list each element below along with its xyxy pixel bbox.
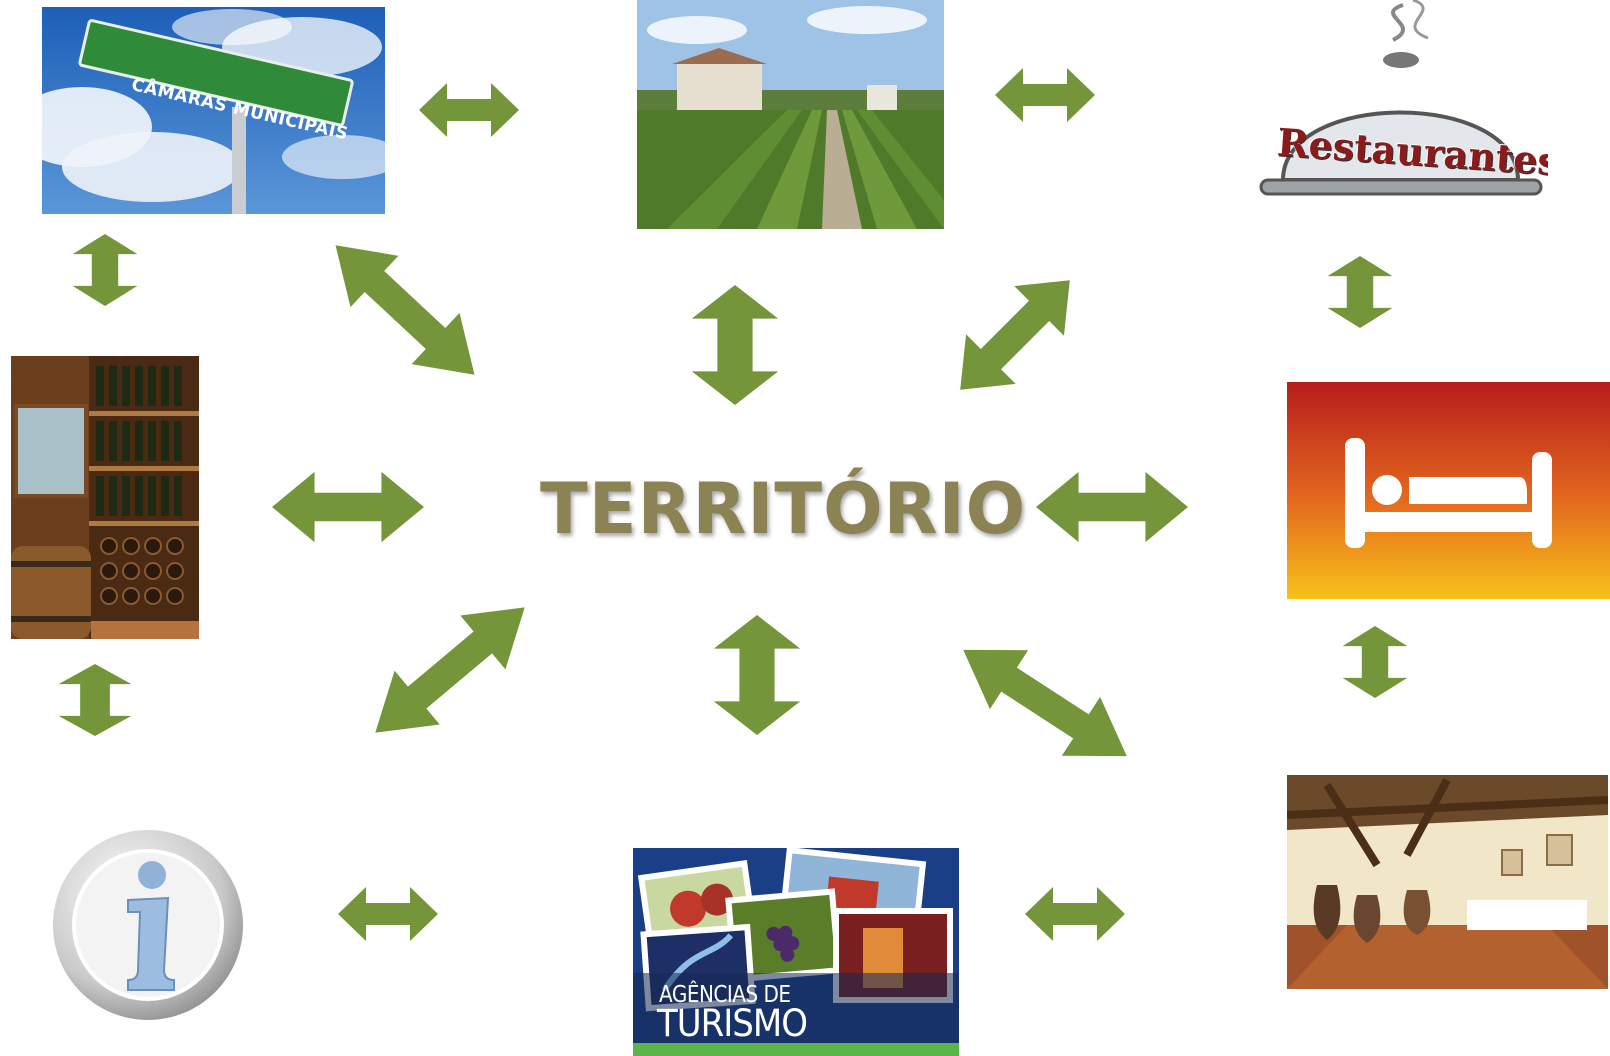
cloche-scene xyxy=(1253,0,1548,212)
arrow-camaras-territorio xyxy=(311,219,499,401)
arrow-garrafeira-territorio xyxy=(272,471,424,543)
arrow-agencias-museu xyxy=(1025,887,1125,941)
arrow-camaras-vinha xyxy=(419,83,519,137)
arrow-info-territorio xyxy=(352,580,548,760)
vineyard-image xyxy=(637,0,944,229)
arrow-camaras-garrafeira xyxy=(72,234,138,306)
arrow-museu-territorio xyxy=(944,620,1146,786)
wine-cellar-image xyxy=(11,356,199,639)
arrow-vinha-territorio xyxy=(691,285,779,405)
arrow-hotel-museu xyxy=(1342,626,1408,698)
arrow-restaurantes-territorio xyxy=(935,255,1095,415)
info-image xyxy=(50,820,250,1030)
arrow-restaurantes-hotel xyxy=(1327,256,1393,328)
tourism-collage xyxy=(633,848,959,1056)
arrow-vinha-restaurantes xyxy=(995,68,1095,122)
wine-shelf-scene xyxy=(11,356,199,639)
sky-sign-scene xyxy=(42,7,385,214)
agencias-line1: AGÊNCIAS DE xyxy=(659,980,791,1008)
arrow-info-agencias xyxy=(338,887,438,941)
agencias-turismo-image: AGÊNCIAS DE TURISMO xyxy=(633,848,959,1056)
hotel-image xyxy=(1287,382,1610,599)
camaras-municipais-image: CÂMARAS MUNICIPAIS xyxy=(42,7,385,214)
restaurantes-image: Restaurantes xyxy=(1253,0,1548,212)
arrow-territorio-agencias xyxy=(713,615,801,735)
museum-scene xyxy=(1287,775,1608,989)
info-icon xyxy=(53,830,243,1020)
territorio-title: TERRITÓRIO xyxy=(540,468,1027,550)
museum-image xyxy=(1287,775,1608,989)
bed-icon xyxy=(1287,382,1610,599)
arrow-territorio-hotel xyxy=(1036,471,1188,543)
arrow-garrafeira-info xyxy=(58,664,132,736)
agencias-line2: TURISMO xyxy=(657,1002,808,1046)
vineyard-scene xyxy=(637,0,944,229)
